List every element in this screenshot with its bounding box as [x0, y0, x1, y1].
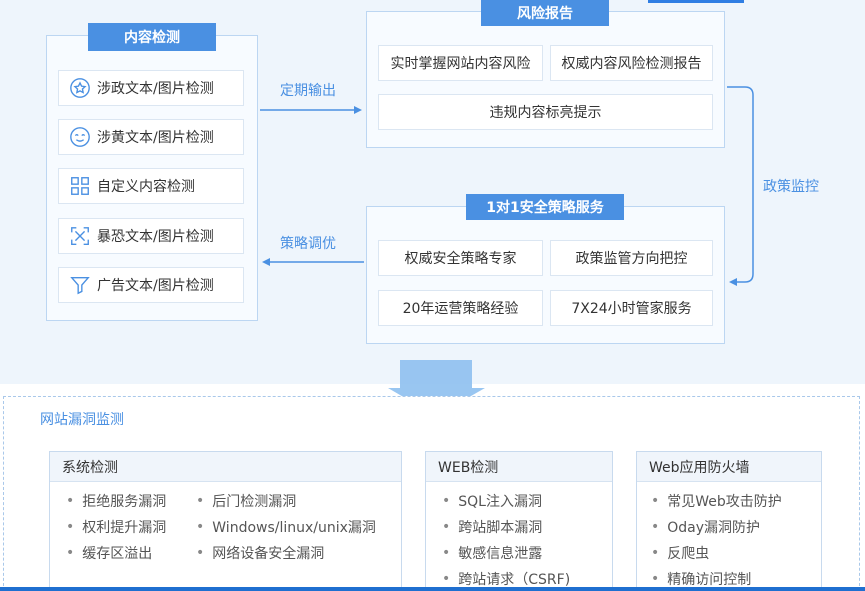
star-circle-icon — [69, 77, 91, 99]
list-item: 缓存区溢出 — [66, 540, 166, 566]
risk-report-title: 风险报告 — [481, 0, 609, 26]
detection-item-custom[interactable]: 自定义内容检测 — [58, 168, 244, 204]
risk-report-item: 权威内容风险检测报告 — [550, 45, 713, 81]
list-item: Windows/linux/unix漏洞 — [196, 514, 376, 540]
detection-item-label: 广告文本/图片检测 — [97, 278, 214, 294]
funnel-icon — [69, 274, 91, 296]
list-item: 敏感信息泄露 — [442, 540, 570, 566]
web-detection-card: WEB检测 SQL注入漏洞 跨站脚本漏洞 敏感信息泄露 跨站请求（CSRF) — [425, 451, 613, 591]
strategy-title: 1对1安全策略服务 — [466, 194, 624, 220]
bottom-accent-line — [0, 587, 865, 591]
top-accent-line — [648, 0, 744, 3]
card-title: WEB检测 — [426, 452, 612, 482]
strategy-item: 政策监管方向把控 — [550, 240, 713, 276]
list-item: 常见Web攻击防护 — [651, 488, 782, 514]
list-item: 拒绝服务漏洞 — [66, 488, 166, 514]
card-list-col2: 后门检测漏洞 Windows/linux/unix漏洞 网络设备安全漏洞 — [196, 488, 376, 566]
card-list-col1: 常见Web攻击防护 Oday漏洞防护 反爬虫 精确访问控制 — [651, 488, 782, 591]
down-arrow — [388, 360, 485, 400]
card-title: Web应用防火墙 — [637, 452, 821, 482]
connector-arrows — [260, 86, 754, 400]
detection-item-label: 自定义内容检测 — [97, 179, 195, 195]
list-item: 跨站脚本漏洞 — [442, 514, 570, 540]
card-title: 系统检测 — [50, 452, 401, 482]
monitor-arrow — [727, 86, 754, 286]
list-item: 网络设备安全漏洞 — [196, 540, 376, 566]
list-item: Oday漏洞防护 — [651, 514, 782, 540]
face-icon — [69, 126, 91, 148]
list-item: 精确访问控制 — [651, 566, 782, 591]
detection-item-ads[interactable]: 广告文本/图片检测 — [58, 267, 244, 303]
grid-icon — [69, 175, 91, 197]
system-detection-card: 系统检测 拒绝服务漏洞 权利提升漏洞 缓存区溢出 后门检测漏洞 Windows/… — [49, 451, 402, 591]
list-item: SQL注入漏洞 — [442, 488, 570, 514]
card-list-col1: 拒绝服务漏洞 权利提升漏洞 缓存区溢出 — [66, 488, 166, 566]
list-item: 后门检测漏洞 — [196, 488, 376, 514]
detection-item-label: 涉黄文本/图片检测 — [97, 130, 214, 146]
detection-item-label: 涉政文本/图片检测 — [97, 81, 214, 97]
monitor-label: 政策监控 — [763, 179, 819, 195]
list-item: 跨站请求（CSRF) — [442, 566, 570, 591]
strategy-item: 权威安全策略专家 — [378, 240, 543, 276]
detection-item-porn[interactable]: 涉黄文本/图片检测 — [58, 119, 244, 155]
card-list-col1: SQL注入漏洞 跨站脚本漏洞 敏感信息泄露 跨站请求（CSRF) — [442, 488, 570, 591]
vuln-title: 网站漏洞监测 — [40, 412, 124, 428]
risk-report-item: 实时掌握网站内容风险 — [378, 45, 543, 81]
detection-item-politics[interactable]: 涉政文本/图片检测 — [58, 70, 244, 106]
detection-item-label: 暴恐文本/图片检测 — [97, 229, 214, 245]
list-item: 反爬虫 — [651, 540, 782, 566]
output-label: 定期输出 — [280, 83, 336, 99]
scan-icon — [69, 225, 91, 247]
waf-card: Web应用防火墙 常见Web攻击防护 Oday漏洞防护 反爬虫 精确访问控制 — [636, 451, 822, 591]
strategy-item: 20年运营策略经验 — [378, 290, 543, 326]
detection-item-terror[interactable]: 暴恐文本/图片检测 — [58, 218, 244, 254]
optimize-label: 策略调优 — [280, 236, 336, 252]
strategy-item: 7X24小时管家服务 — [550, 290, 713, 326]
detection-title: 内容检测 — [88, 23, 216, 51]
risk-report-item: 违规内容标亮提示 — [378, 94, 713, 130]
list-item: 权利提升漏洞 — [66, 514, 166, 540]
